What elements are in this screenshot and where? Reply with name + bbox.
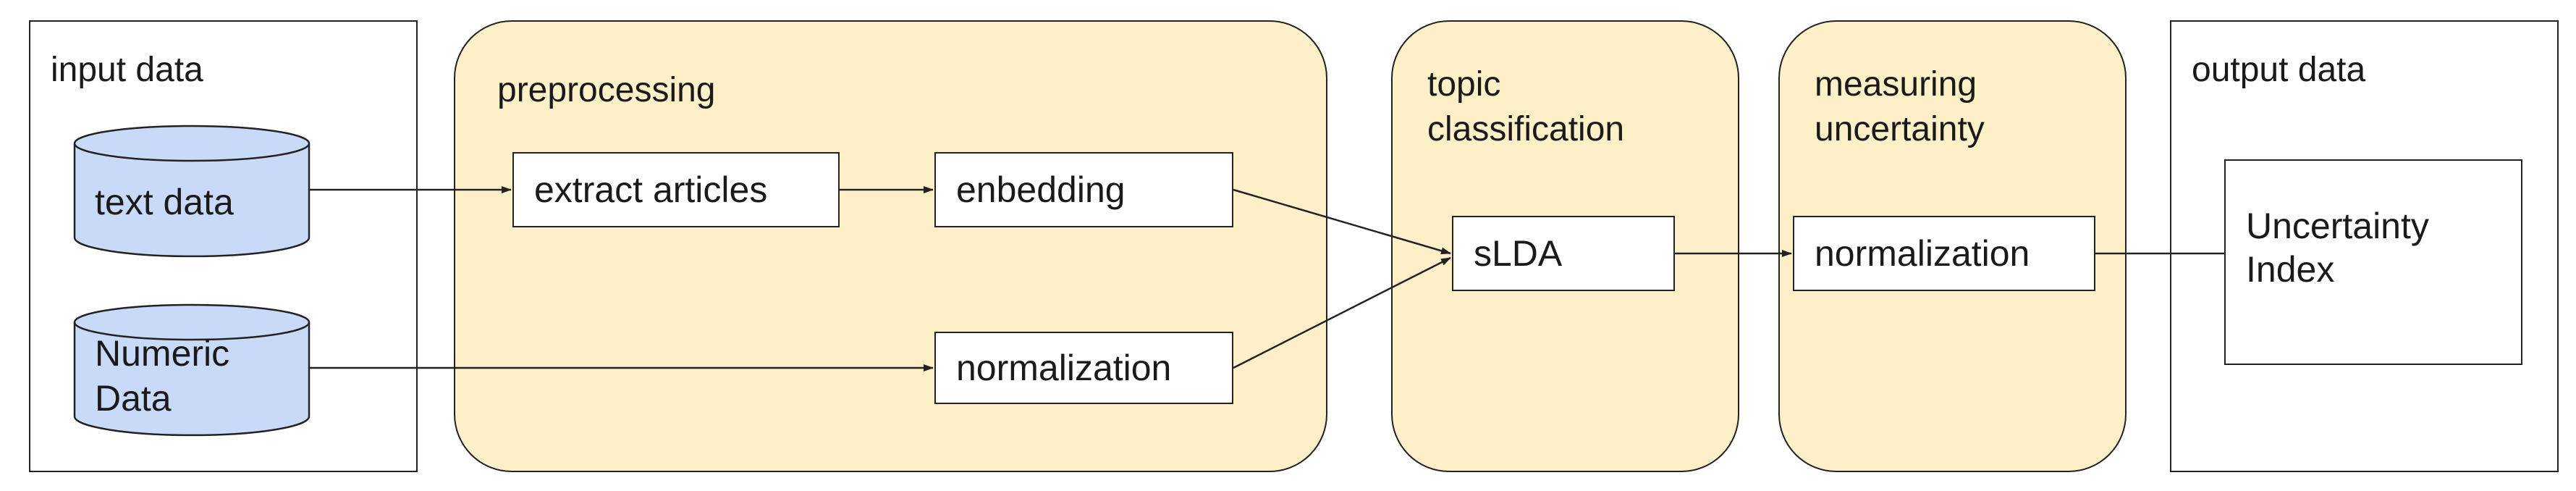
input-data-label: input data — [51, 51, 203, 89]
embedding-label: enbedding — [956, 169, 1126, 210]
text-data-label: text data — [95, 182, 234, 222]
numeric-data-label: Numeric Data — [95, 333, 230, 419]
extract-articles-node: extract articles — [512, 152, 840, 227]
text-data-database-icon — [73, 125, 311, 258]
uncertainty-index-label: Uncertainty Index — [2246, 206, 2429, 290]
topic-classification-label: topic classification — [1427, 65, 1625, 148]
uncertainty-index-node: Uncertainty Index — [2224, 159, 2522, 365]
normalization-preprocessing-label: normalization — [956, 348, 1172, 388]
slda-label: sLDA — [1474, 233, 1563, 274]
connector-normalization-to-slda — [1233, 256, 1451, 369]
normalization-uncertainty-label: normalization — [1815, 233, 2030, 274]
output-data-label: output data — [2192, 51, 2366, 89]
slda-node: sLDA — [1452, 216, 1675, 291]
extract-articles-label: extract articles — [534, 169, 768, 210]
normalization-uncertainty-node: normalization — [1793, 216, 2095, 291]
preprocessing-label: preprocessing — [497, 71, 716, 109]
connector-embedding-to-slda — [1233, 188, 1451, 255]
normalization-preprocessing-node: normalization — [934, 332, 1233, 404]
numeric-data-database-icon — [73, 303, 311, 437]
measuring-uncertainty-label: measuring uncertainty — [1815, 65, 1985, 148]
embedding-node: enbedding — [934, 152, 1233, 227]
